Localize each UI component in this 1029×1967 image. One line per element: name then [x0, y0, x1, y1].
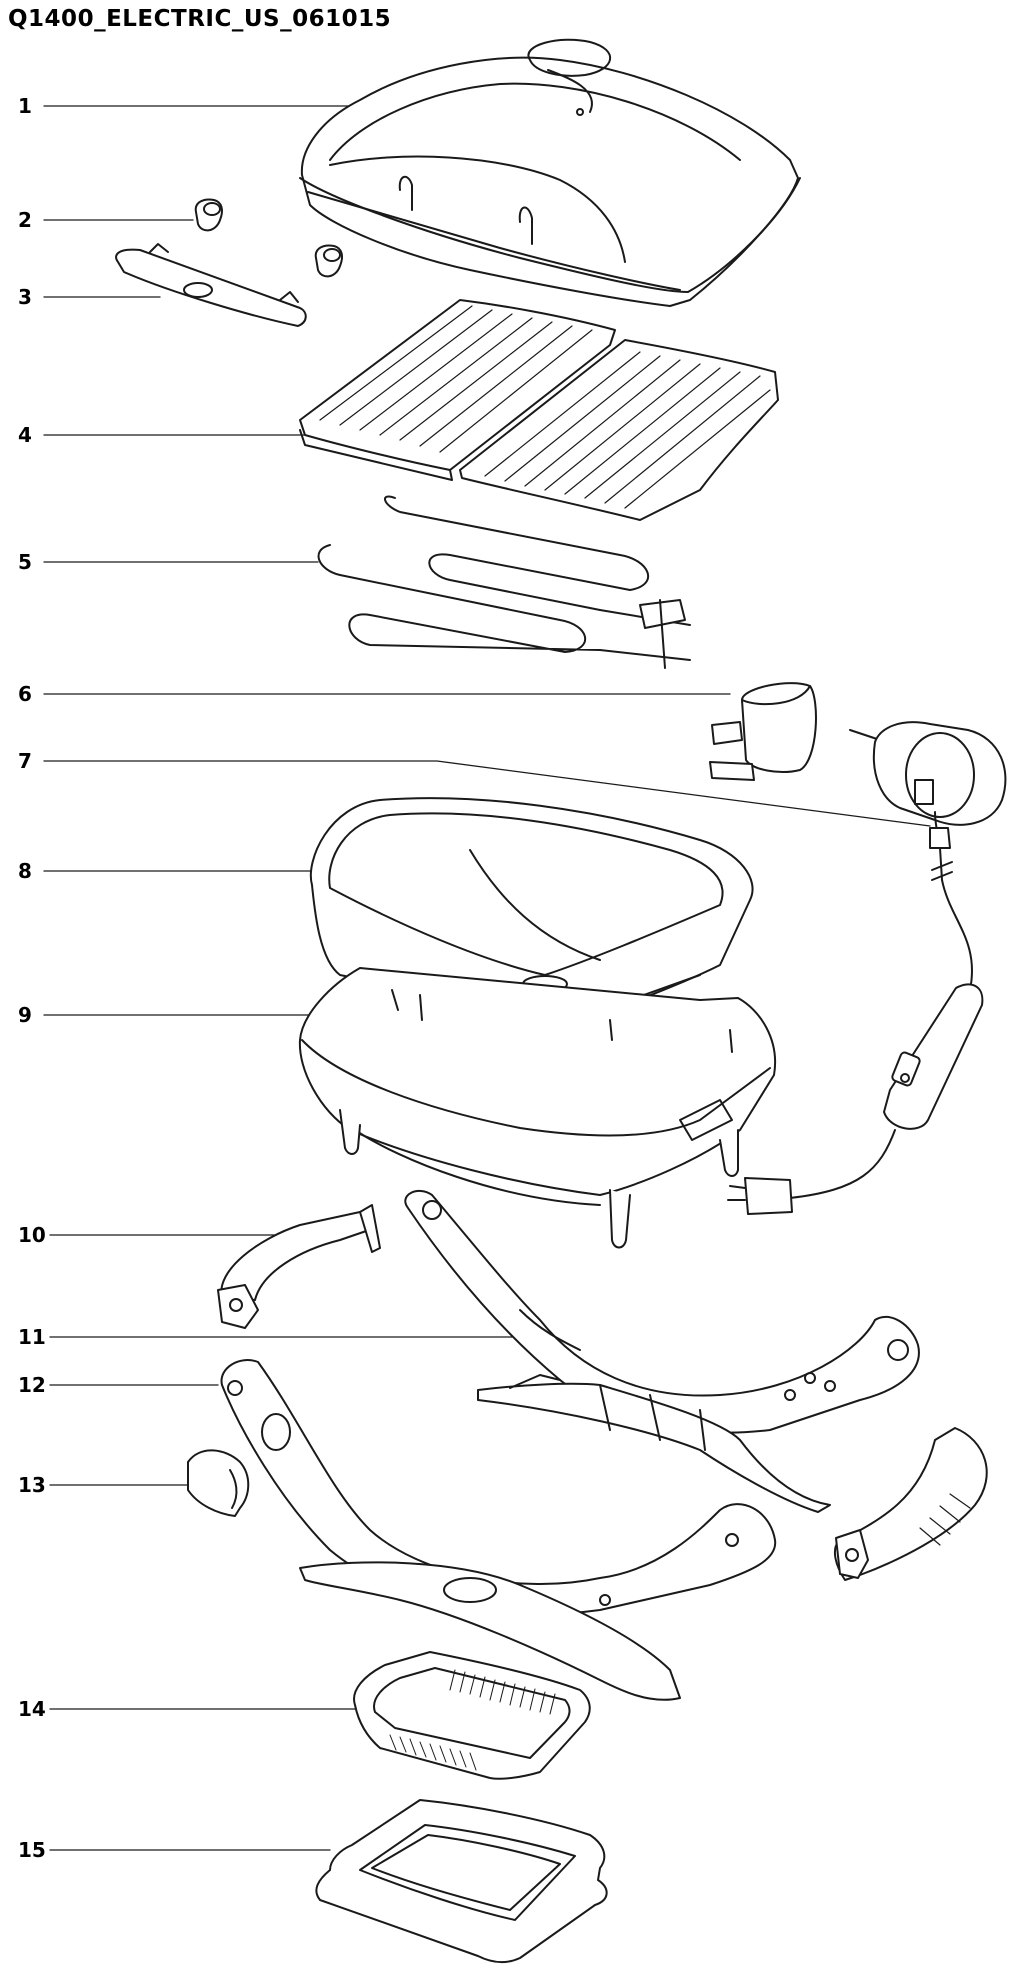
- part-4-cooking-grates: [300, 300, 778, 520]
- part-10-side-handle-left: [218, 1205, 380, 1328]
- part-1-lid: [300, 40, 800, 306]
- diagram-title: Q1400_ELECTRIC_US_061015: [8, 6, 392, 32]
- part-10-side-handle-right: [835, 1428, 987, 1580]
- part-2-bumpers: [196, 200, 342, 277]
- part-15-tray: [316, 1800, 606, 1962]
- callout-number-13: 13: [18, 1473, 46, 1497]
- callout-number-9: 9: [18, 1003, 32, 1027]
- callout-number-6: 6: [18, 682, 32, 706]
- part-7-controller-and-cord: [728, 722, 1005, 1214]
- callout-number-12: 12: [18, 1373, 46, 1397]
- leader-line-7: [44, 761, 930, 826]
- callout-number-5: 5: [18, 550, 32, 574]
- callout-number-10: 10: [18, 1223, 46, 1247]
- callout-number-11: 11: [18, 1325, 46, 1349]
- leader-lines: [44, 106, 930, 1850]
- part-3-handle: [116, 244, 306, 326]
- part-14-catch-pan: [354, 1652, 590, 1779]
- part-6-bracket: [710, 683, 816, 780]
- part-9-cookbox: [300, 968, 775, 1248]
- part-12-stand-frame-rear: [222, 1360, 776, 1700]
- callout-number-14: 14: [18, 1697, 46, 1721]
- part-13-end-cap: [188, 1450, 248, 1516]
- callout-number-3: 3: [18, 285, 32, 309]
- callout-number-2: 2: [18, 208, 32, 232]
- part-5-heating-element: [319, 496, 690, 668]
- part-11-stand-frame: [405, 1191, 919, 1512]
- callout-number-7: 7: [18, 749, 32, 773]
- callout-number-15: 15: [18, 1838, 46, 1862]
- callout-number-8: 8: [18, 859, 32, 883]
- callout-number-1: 1: [18, 94, 32, 118]
- callout-number-4: 4: [18, 423, 32, 447]
